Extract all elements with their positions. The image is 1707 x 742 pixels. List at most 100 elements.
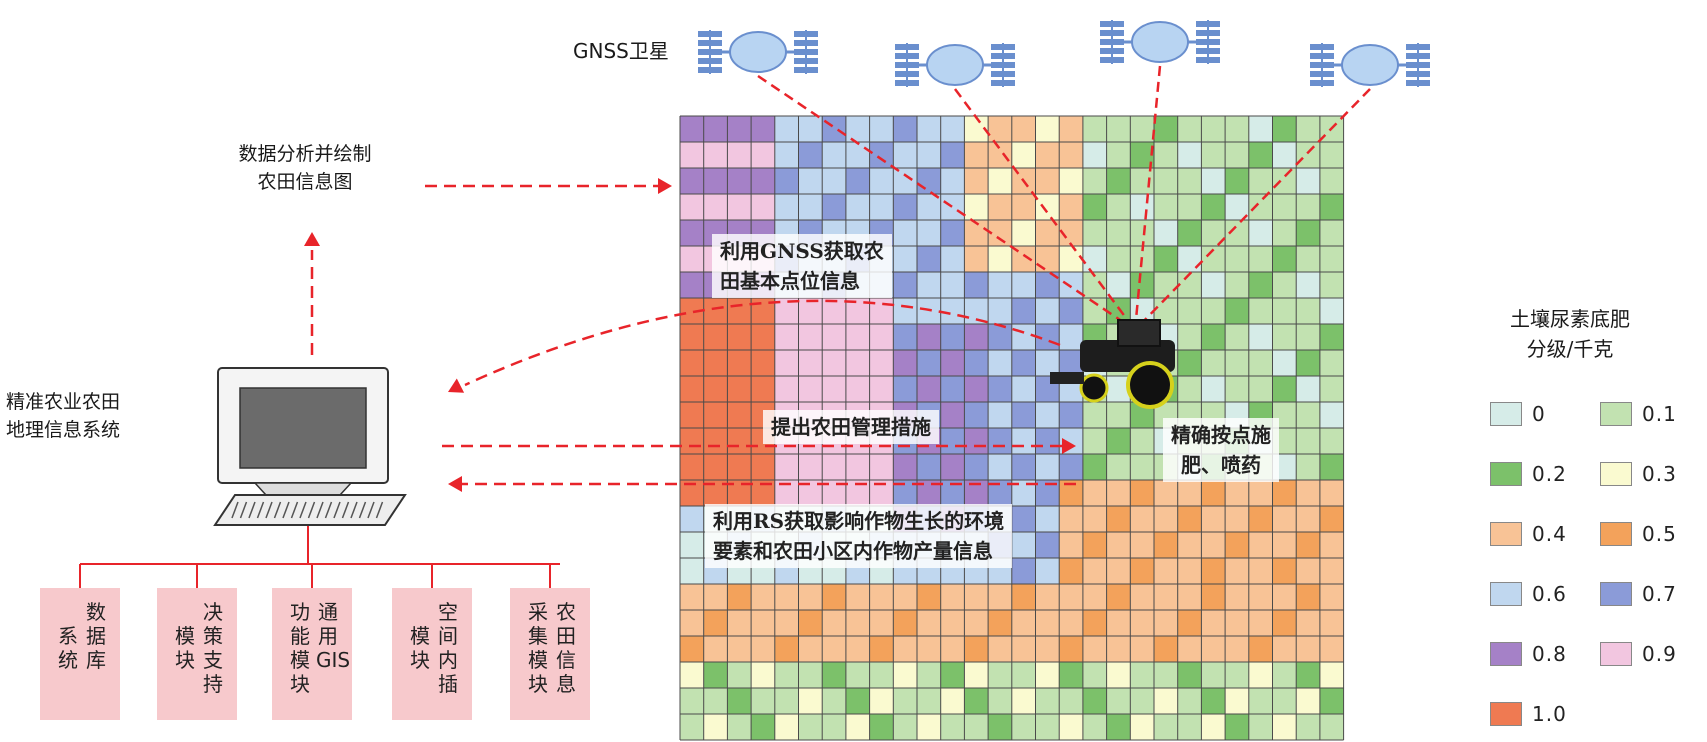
field-cell — [680, 402, 704, 428]
field-cell — [1225, 298, 1249, 324]
field-cell — [727, 168, 752, 194]
field-cell — [727, 402, 752, 428]
field-cell — [1272, 532, 1297, 558]
field-cell — [988, 584, 1012, 610]
field-cell — [1248, 298, 1273, 324]
field-cell — [1225, 480, 1249, 506]
field-cell — [1296, 324, 1320, 350]
field-cell — [1130, 480, 1154, 506]
field-cell — [1319, 688, 1344, 714]
field-cell — [1296, 454, 1320, 480]
satellite-signal-line — [953, 88, 1137, 331]
legend-title: 土壤尿素底肥 分级/千克 — [1470, 304, 1670, 364]
field-cell — [1154, 662, 1178, 688]
field-cell — [680, 272, 704, 298]
field-cell — [1272, 194, 1297, 220]
field-cell — [988, 142, 1012, 168]
field-cell — [1106, 116, 1131, 142]
field-cell — [680, 610, 704, 636]
field-cell — [917, 168, 941, 194]
field-cell — [1059, 324, 1083, 350]
field-cell — [1177, 116, 1202, 142]
field-cell — [1154, 194, 1178, 220]
field-cell — [1225, 168, 1249, 194]
field-cell — [964, 688, 989, 714]
legend-value: 0.4 — [1532, 522, 1567, 546]
field-cell — [1130, 532, 1154, 558]
field-cell — [1059, 116, 1083, 142]
field-cell — [1201, 688, 1226, 714]
field-cell — [798, 376, 823, 402]
field-cell — [1130, 194, 1154, 220]
field-cell — [845, 376, 870, 402]
field-cell — [751, 714, 775, 740]
legend-value: 0.8 — [1532, 642, 1567, 666]
field-cell — [798, 610, 823, 636]
field-cell — [798, 662, 823, 688]
field-cell — [1154, 246, 1178, 272]
field-cell — [727, 350, 752, 376]
field-cell — [964, 428, 989, 454]
field-cell — [1296, 688, 1320, 714]
field-cell — [1319, 558, 1344, 584]
satellite-signal-line — [757, 74, 1136, 332]
field-cell — [1177, 532, 1202, 558]
field-cell — [1059, 402, 1083, 428]
field-cell — [1272, 324, 1297, 350]
field-cell — [869, 584, 894, 610]
field-cell — [1154, 220, 1178, 246]
field-cell — [727, 194, 752, 220]
field-cell — [703, 428, 728, 454]
field-cell — [1059, 194, 1083, 220]
field-cell — [1035, 662, 1060, 688]
field-cell — [1059, 532, 1083, 558]
field-cell — [1296, 506, 1320, 532]
field-cell — [964, 636, 989, 662]
field-cell — [917, 636, 941, 662]
field-cell — [869, 480, 894, 506]
field-cell — [1225, 220, 1249, 246]
field-cell — [1106, 272, 1131, 298]
keyboard-key — [341, 501, 350, 519]
satellite-icon — [1131, 21, 1189, 63]
field-cell — [1082, 636, 1107, 662]
field-cell — [1011, 480, 1036, 506]
field-cell — [1011, 402, 1036, 428]
field-cell — [774, 116, 799, 142]
field-cell — [1319, 350, 1344, 376]
field-cell — [1059, 454, 1083, 480]
field-cell — [703, 688, 728, 714]
field-cell — [680, 558, 704, 584]
field-cell — [845, 168, 870, 194]
field-cell — [1059, 480, 1083, 506]
field-cell — [822, 298, 846, 324]
field-cell — [774, 376, 799, 402]
field-cell — [845, 480, 870, 506]
field-cell — [1296, 220, 1320, 246]
field-cell — [774, 662, 799, 688]
field-cell — [1106, 168, 1131, 194]
field-cell — [1035, 298, 1060, 324]
field-cell — [845, 636, 870, 662]
field-cell — [1177, 194, 1202, 220]
field-cell — [1106, 480, 1131, 506]
field-cell — [940, 194, 965, 220]
field-cell — [1296, 142, 1320, 168]
field-cell — [988, 246, 1012, 272]
field-cell — [1201, 376, 1226, 402]
field-cell — [1154, 142, 1178, 168]
field-cell — [845, 298, 870, 324]
field-cell — [1059, 688, 1083, 714]
field-cell — [1106, 298, 1131, 324]
keyboard-key — [333, 501, 341, 519]
field-cell — [1225, 246, 1249, 272]
field-cell — [988, 298, 1012, 324]
field-cell — [1011, 298, 1036, 324]
field-cell — [1035, 194, 1060, 220]
field-cell — [1319, 272, 1344, 298]
field-cell — [798, 168, 823, 194]
field-cell — [680, 116, 704, 142]
field-cell — [1248, 532, 1273, 558]
field-cell — [1248, 246, 1273, 272]
module-collection-col2: 采集模块 — [528, 600, 548, 696]
